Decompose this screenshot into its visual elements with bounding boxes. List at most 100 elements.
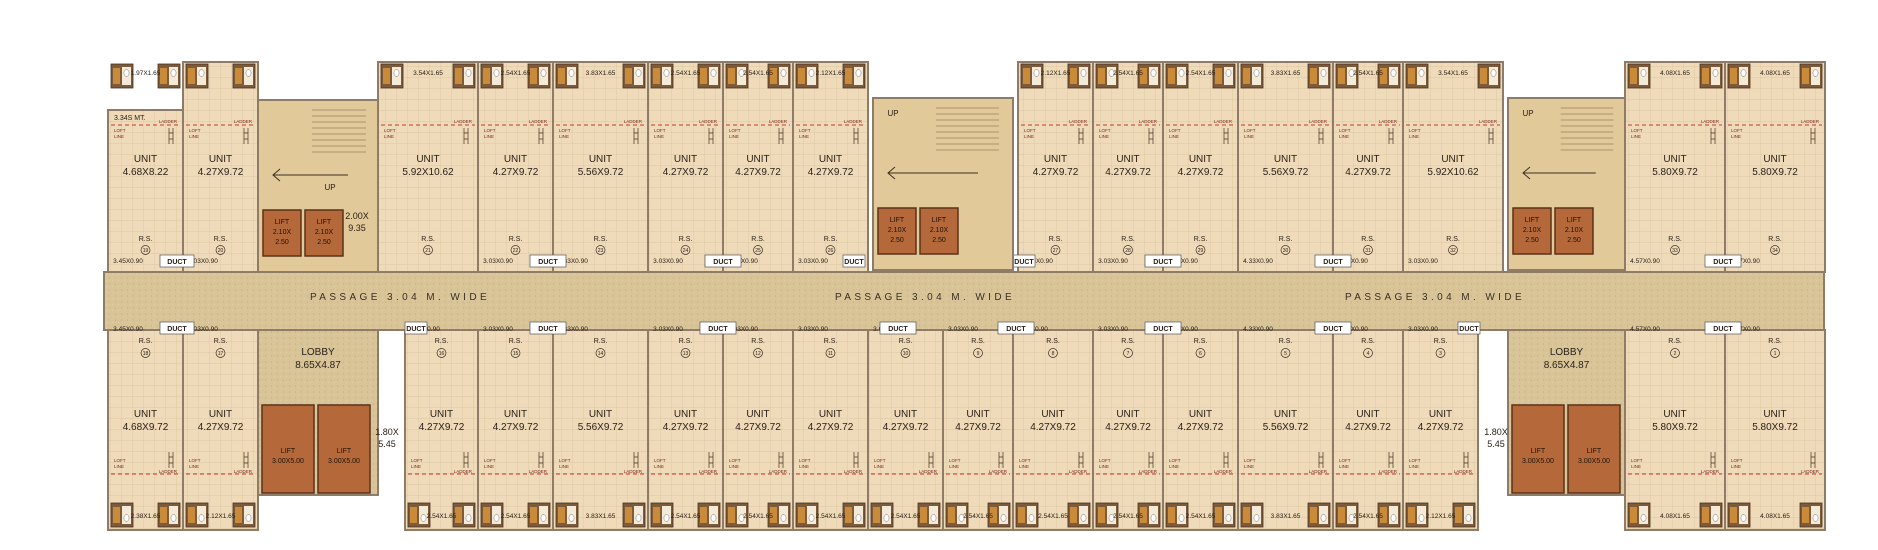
rs-number: 32 — [1450, 248, 1456, 254]
duct-label: DUCT — [1713, 326, 1733, 333]
line-label: LINE — [799, 464, 809, 469]
ladder-icon — [1388, 452, 1394, 468]
top-dim: 3.03X0.90 — [188, 326, 218, 333]
rs-number: 4 — [1367, 351, 1370, 357]
toilet-dim: 2.54X1.65 — [427, 513, 457, 520]
line-label: LINE — [114, 134, 124, 139]
unit-bottom: 2.12X1.653.03X0.90R.S.17UNIT4.27X9.72LOF… — [182, 326, 259, 531]
line-label: LINE — [484, 134, 494, 139]
shaft — [455, 68, 462, 84]
duct-box — [1704, 254, 1742, 268]
unit-size: 4.27X9.72 — [735, 167, 781, 178]
unit-top: 2.54X1.65LOFTLINELADDERUNIT4.27X9.72R.S.… — [1092, 61, 1164, 273]
passage-label: PASSAGE 3.04 M. WIDE — [310, 292, 490, 303]
loft-label: LOFT — [654, 458, 666, 463]
toilet-dim: 2.54X1.65 — [891, 513, 921, 520]
ladder-label: LADDER — [624, 119, 643, 124]
wc-seat — [1640, 69, 1647, 77]
rs-label: R.S. — [139, 338, 153, 345]
shaft — [1730, 507, 1737, 523]
wc-seat — [663, 514, 670, 522]
unit-size: 4.27X9.72 — [808, 167, 854, 178]
wc-seat — [1390, 69, 1397, 77]
big-lift — [1511, 404, 1565, 494]
unit-size: 4.27X9.72 — [1033, 167, 1079, 178]
lift-car — [877, 207, 917, 255]
unit-size: 4.27X9.72 — [1030, 422, 1076, 433]
rs-circle — [1195, 348, 1206, 358]
ladder-label: LADDER — [454, 469, 473, 474]
toilet-dim: 2.38X1.65 — [131, 513, 161, 520]
bottom-dim: 3.03X0.90 — [1338, 258, 1368, 265]
duct-label: DUCT — [1006, 326, 1026, 333]
unit-floor — [1402, 329, 1479, 531]
unit-bottom: 2.38X1.653.45X0.90R.S.18UNIT4.68X9.72LOF… — [107, 326, 184, 531]
rs-circle — [825, 348, 836, 358]
loft-label: LOFT — [1409, 458, 1421, 463]
unit-label: UNIT — [209, 409, 232, 420]
ladder-icon — [853, 128, 859, 144]
wc-seat — [1150, 69, 1157, 77]
unit-size: 4.27X9.72 — [663, 422, 709, 433]
line-label: LINE — [559, 464, 569, 469]
ladder-label: LADDER — [1379, 119, 1398, 124]
unit-top: 2.12X1.65LOFTLINELADDERUNIT4.27X9.72R.S.… — [1017, 61, 1094, 273]
lift-size: 2.50 — [275, 239, 289, 246]
ladder-icon — [1223, 128, 1229, 144]
rs-number: 34 — [1772, 248, 1778, 254]
toilet-dim: 2.12X1.65 — [1041, 70, 1071, 77]
rs-circle — [1048, 348, 1058, 358]
ladder-label: LADDER — [769, 119, 788, 124]
rs-circle — [1435, 348, 1446, 358]
duct-box — [1144, 321, 1182, 335]
unit-label: UNIT — [134, 154, 157, 165]
ladder-icon — [538, 452, 544, 468]
lift-label: LIFT — [281, 448, 296, 455]
unit-label: UNIT — [674, 409, 697, 420]
duct-box — [404, 321, 428, 335]
wc-seat — [493, 514, 500, 522]
unit-label: UNIT — [134, 409, 157, 420]
line-label: LINE — [1169, 464, 1179, 469]
shaft — [873, 507, 880, 523]
duct-box — [529, 321, 567, 335]
ladder-icon — [1148, 128, 1154, 144]
unit-label: UNIT — [1441, 154, 1464, 165]
rs-label: R.S. — [1121, 338, 1135, 345]
wc-seat — [465, 69, 472, 77]
lift-car — [304, 209, 344, 257]
ladder-label: LADDER — [529, 469, 548, 474]
lift-label: LIFT — [337, 448, 352, 455]
rs-number: 17 — [218, 351, 224, 357]
ladder-label: LADDER — [234, 469, 253, 474]
wc-seat — [1418, 514, 1425, 522]
duct-label: DUCT — [538, 259, 558, 266]
stair-up-label: UP — [887, 109, 898, 118]
ladder-icon — [633, 128, 639, 144]
wc-seat — [1253, 514, 1260, 522]
shaft — [383, 68, 390, 84]
loft-label: LOFT — [411, 458, 423, 463]
unit-bottom: 2.54X1.653.03X0.90R.S.6UNIT4.27X9.72LOFT… — [1162, 326, 1239, 531]
rs-circle — [510, 245, 521, 255]
toilet-dim: 2.54X1.65 — [1186, 70, 1216, 77]
unit-bottom: 3.83X1.654.33X0.90R.S.5UNIT5.56X9.72LOFT… — [1237, 326, 1334, 531]
rs-label: R.S. — [214, 236, 228, 243]
unit-floor — [1332, 61, 1404, 273]
shaft — [188, 507, 195, 523]
shaft — [845, 507, 852, 523]
shaft — [455, 507, 462, 523]
rs-number: 16 — [439, 351, 445, 357]
unit-label: UNIT — [1274, 409, 1297, 420]
toilet-dim: 3.54X1.65 — [413, 70, 443, 77]
wc-seat — [635, 514, 642, 522]
rs-number: 13 — [683, 351, 689, 357]
lift-size: 3.00X5.00 — [1522, 458, 1554, 465]
ladder-icon — [538, 128, 544, 144]
shaft — [798, 68, 805, 84]
unit-floor — [722, 61, 794, 273]
shaft — [728, 507, 735, 523]
extra-dim: 3.34S MT. — [114, 115, 146, 122]
wc-seat — [1108, 69, 1115, 77]
rs-circle — [595, 348, 606, 358]
